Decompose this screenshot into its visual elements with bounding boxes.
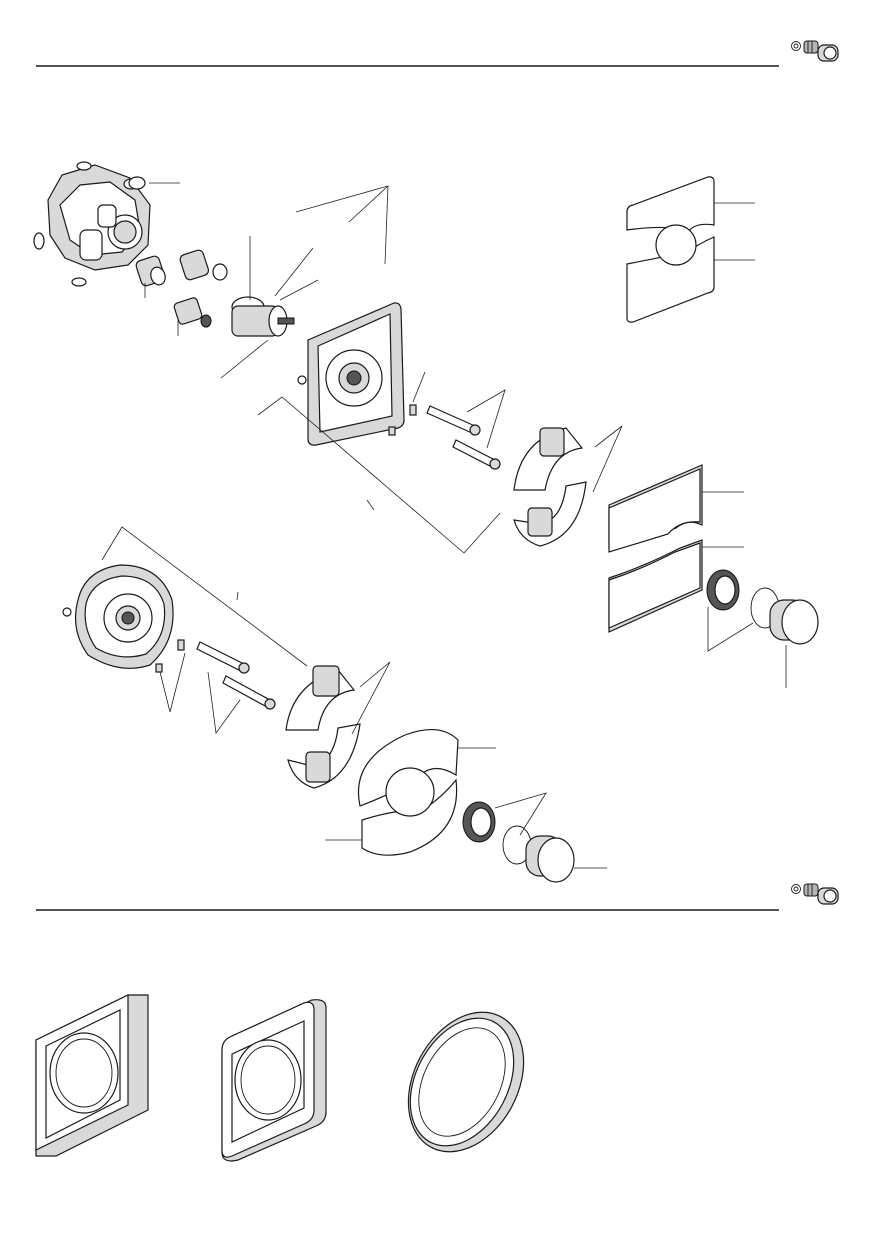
check-valve-cartridge-1 <box>135 255 166 287</box>
leader-lines-upper <box>144 182 389 379</box>
cover-plate-round <box>325 729 496 856</box>
brace-leader-lower <box>101 526 308 667</box>
valve-body <box>33 161 151 287</box>
cover-plate-square-thin <box>626 176 755 323</box>
handle-assembly-right <box>706 569 819 688</box>
screws-upper <box>388 371 506 470</box>
mounting-plate-square <box>297 302 405 446</box>
parts-set-icon <box>791 883 839 905</box>
check-valve-cartridge-2 <box>179 249 228 281</box>
mounting-plate-round <box>62 564 174 669</box>
handle-assembly-lower <box>462 792 607 883</box>
spacer-halves-lower <box>285 661 391 789</box>
parts-set-icon <box>791 40 839 62</box>
trim-frame-rounded <box>221 999 327 1162</box>
screws-lower <box>155 639 276 735</box>
cover-plate-square-thick <box>608 464 744 633</box>
trim-frame-round <box>407 1011 525 1153</box>
trim-frame-square <box>35 994 149 1157</box>
stop-cartridge <box>173 297 212 328</box>
brace-leader-upper <box>257 396 501 554</box>
spacer-halves-upper <box>513 425 623 547</box>
thermostatic-cartridge <box>231 296 295 337</box>
